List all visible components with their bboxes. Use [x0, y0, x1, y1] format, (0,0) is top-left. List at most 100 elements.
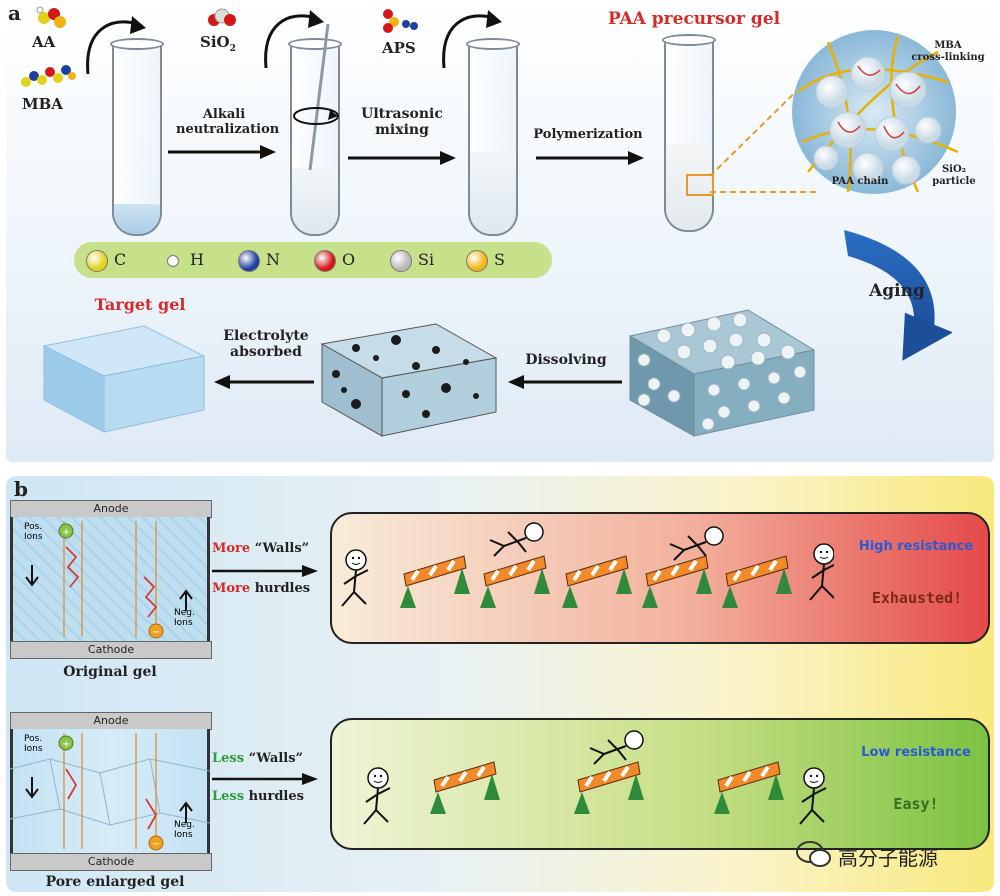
low-resistance-label: Low resistance: [861, 745, 971, 760]
anode-plate: Anode: [10, 500, 212, 518]
target-gel-cube: [42, 325, 206, 433]
step-polymerization-label: Polymerization: [533, 127, 643, 142]
legend-symbol: H: [190, 250, 204, 269]
hurdle-icon: [642, 555, 712, 608]
ion-paths: + −: [10, 733, 210, 851]
dissolving-label: Dissolving: [525, 352, 607, 368]
sio2-molecule-icon: [208, 8, 236, 26]
legend-atom-o-icon: [314, 250, 336, 272]
high-resistance-label: High resistance: [858, 539, 974, 554]
zoom-lines: [709, 67, 821, 193]
sio2-label: SiO2: [200, 33, 236, 54]
test-tube: [662, 34, 716, 232]
stir-rod-icon: [293, 23, 339, 171]
legend-symbol: Si: [418, 250, 435, 269]
panel-a-letter: a: [8, 1, 21, 25]
neg-ions-label: Neg. Ions: [174, 608, 195, 628]
cathode-plate: Cathode: [10, 641, 212, 659]
pos-ions-label: Pos. Ions: [24, 522, 43, 542]
hurdle-race-scene: [363, 730, 827, 825]
legend-atom-c-icon: [86, 250, 108, 272]
add-arrow-icon: [442, 10, 502, 69]
original-gel-cell: Anode + − Pos. Ions Neg. Ions Cathode: [10, 500, 212, 660]
svg-text:+: +: [62, 739, 70, 750]
legend-symbol: C: [114, 250, 127, 269]
legend-atom-n-icon: [238, 250, 260, 272]
left-arrow-icon: [214, 375, 314, 389]
legend-symbol: N: [266, 250, 280, 269]
sio2-particle-label: SiO₂ particle: [932, 164, 976, 187]
anode-plate: Anode: [10, 712, 212, 730]
pos-ions-label: Pos. Ions: [24, 734, 43, 754]
wechat-icon: [796, 841, 831, 867]
zoom-region: [686, 174, 714, 196]
pore-enlarged-caption: Pore enlarged gel: [45, 874, 185, 890]
runner-icon: [363, 767, 391, 825]
mba-molecule-icon: [21, 65, 76, 87]
right-arrow-icon: [212, 773, 318, 785]
easy-label: Easy!: [893, 795, 939, 813]
hurdle-icon: [722, 555, 792, 608]
less-walls-label: Less “Walls”: [212, 751, 303, 766]
exhausted-label: Exhausted!: [871, 589, 963, 607]
gel-body: [10, 517, 210, 641]
right-arrow-icon: [536, 151, 644, 165]
watermark-text: 高分子能源: [838, 846, 938, 870]
svg-text:−: −: [152, 627, 160, 638]
hurdle-icon: [574, 761, 644, 814]
test-tube: [110, 38, 164, 236]
legend-symbol: O: [342, 250, 356, 269]
aps-label: APS: [382, 39, 416, 57]
precursor-gel-cube: [628, 309, 816, 437]
hurdle-icon: [714, 761, 784, 814]
legend-symbol: S: [494, 250, 505, 269]
right-arrow-icon: [168, 145, 276, 159]
target-gel-title: Target gel: [94, 295, 186, 314]
runner-icon: [341, 549, 369, 607]
jumping-runner-icon: [589, 730, 644, 765]
gel-body: [10, 729, 210, 853]
step-alkali-label: Alkali neutralization: [176, 107, 280, 137]
svg-text:−: −: [152, 839, 160, 850]
test-tube: [466, 38, 520, 236]
neg-ions-label: Neg. Ions: [174, 820, 195, 840]
paa-chain-label: PAA chain: [831, 176, 889, 187]
left-arrow-icon: [508, 375, 622, 389]
hurdle-icon: [480, 555, 550, 608]
add-arrow-icon: [264, 10, 324, 69]
right-arrow-icon: [348, 151, 456, 165]
porous-gel-cube: [320, 323, 498, 437]
right-arrow-icon: [212, 565, 318, 577]
more-hurdles-label: More hurdles: [212, 581, 311, 596]
watermark: 高分子能源: [794, 838, 990, 872]
original-gel-caption: Original gel: [63, 664, 157, 680]
legend-atom-s-icon: [466, 250, 488, 272]
precursor-title: PAA precursor gel: [607, 9, 781, 29]
hurdle-race-scene: [341, 522, 834, 608]
aa-label: AA: [32, 33, 56, 51]
exhausted-runner-icon: [809, 543, 834, 601]
add-arrow-icon: [86, 16, 146, 75]
panel-b-letter: b: [14, 477, 28, 501]
cathode-plate: Cathode: [10, 853, 212, 871]
legend-atom-si-icon: [390, 250, 412, 272]
pore-enlarged-gel-cell: Anode + − Pos. Ions Neg. Ions Cathode: [10, 712, 212, 872]
electrolyte-absorbed-label: Electrolyte absorbed: [223, 328, 309, 361]
network-inset: [792, 30, 959, 194]
legend-atom-h-icon: [167, 255, 179, 267]
step-ultrasonic-label: Ultrasonic mixing: [361, 106, 443, 139]
less-hurdles-label: Less hurdles: [212, 789, 304, 804]
aps-molecule-icon: [383, 9, 418, 33]
mba-crosslinking-label: MBA cross-linking: [911, 40, 985, 63]
ion-paths: + −: [25, 521, 193, 639]
jumping-runner-icon: [669, 526, 724, 561]
atom-legend-items: C H N O Si S: [74, 242, 552, 278]
jumping-runner-icon: [489, 522, 544, 557]
mba-label: MBA: [22, 95, 63, 113]
happy-runner-icon: [799, 767, 827, 825]
hurdle-icon: [562, 555, 632, 608]
svg-text:+: +: [62, 527, 70, 538]
aging-label: Aging: [869, 281, 925, 301]
more-walls-label: More “Walls”: [212, 541, 310, 556]
aging-curved-arrow-icon: [844, 230, 952, 361]
